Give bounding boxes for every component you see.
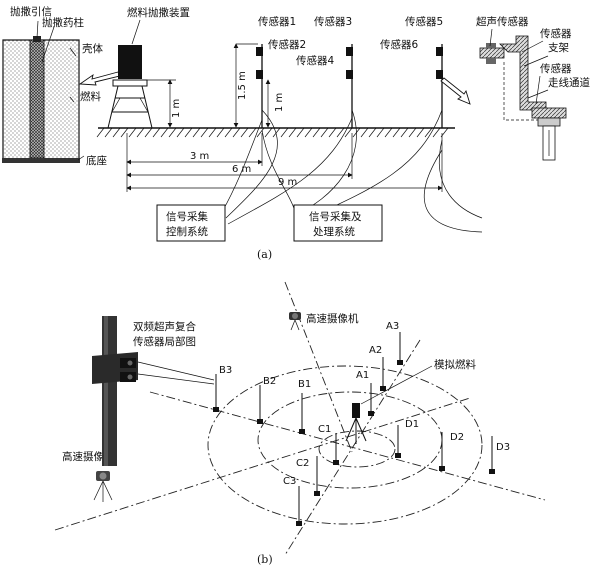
sensor-mast-3 bbox=[436, 44, 443, 128]
signal-wires bbox=[221, 109, 483, 233]
distance-6m: 6 m bbox=[232, 164, 251, 175]
simulated-fuel bbox=[345, 403, 367, 444]
ring-middle bbox=[257, 391, 443, 489]
panel-b: 模拟燃料 A1 A2 A3 B1 B2 B3 C1 C2 bbox=[54, 281, 546, 566]
inset-label-line1: 双频超声复合 bbox=[133, 320, 196, 333]
height-1m-label: 1 m bbox=[171, 99, 182, 118]
camera-left bbox=[93, 471, 113, 502]
wiring-channel-label: 走线通道 bbox=[548, 76, 590, 89]
point-C1: C1 bbox=[318, 424, 331, 435]
camera-top-label: 高速摄像机 bbox=[306, 312, 359, 325]
height-15m-label: 1.5 m bbox=[237, 71, 248, 100]
control-system-line1: 信号采集 bbox=[166, 210, 208, 223]
sensor-3-label: 传感器3 bbox=[314, 15, 352, 28]
height-1m-b-label: 1 m bbox=[274, 93, 285, 112]
ring-inner bbox=[318, 430, 396, 468]
sensor-2-label: 传感器2 bbox=[268, 38, 306, 51]
point-C3: C3 bbox=[283, 476, 296, 487]
camera-top bbox=[289, 312, 301, 331]
igniter-label: 抛撒引信 bbox=[10, 5, 52, 18]
dispersal-device-stand bbox=[107, 45, 153, 129]
inset-label-line2: 传感器局部图 bbox=[133, 335, 196, 348]
control-system-line2: 控制系统 bbox=[166, 225, 208, 238]
processing-system-line2: 处理系统 bbox=[313, 225, 355, 238]
distance-3m: 3 m bbox=[190, 151, 209, 162]
device-label: 燃料抛撒装置 bbox=[127, 6, 190, 19]
sensor-6-label: 传感器6 bbox=[380, 38, 418, 51]
sensor-posts bbox=[213, 332, 495, 526]
sensor-mast-1 bbox=[256, 44, 263, 128]
sensor-5-label: 传感器5 bbox=[405, 15, 443, 28]
detail-arrow bbox=[440, 77, 471, 105]
ring-outer bbox=[207, 365, 483, 525]
point-B2: B2 bbox=[263, 376, 276, 387]
point-C2: C2 bbox=[296, 458, 309, 469]
camera-left-label: 高速摄像机 bbox=[62, 450, 115, 463]
enlarge-arrow bbox=[78, 71, 121, 86]
point-A2: A2 bbox=[369, 345, 382, 356]
sensor-detail-drawing bbox=[479, 35, 567, 161]
fuel-container-cutaway bbox=[2, 20, 85, 163]
sensor-4-label: 传感器4 bbox=[296, 54, 334, 67]
ground-line bbox=[96, 127, 455, 138]
point-B3: B3 bbox=[219, 365, 232, 376]
axis-cd bbox=[54, 397, 471, 531]
ultrasonic-sensor-label: 超声传感器 bbox=[476, 15, 529, 28]
fuel-label: 燃料 bbox=[80, 90, 101, 103]
distance-9m: 9 m bbox=[278, 177, 297, 188]
axis-diagonal bbox=[284, 339, 421, 556]
sensor-mast-2 bbox=[346, 44, 353, 128]
detail-sensor-label: 传感器 bbox=[540, 27, 572, 40]
point-D2: D2 bbox=[450, 432, 464, 443]
base-label: 底座 bbox=[86, 154, 107, 167]
point-A3: A3 bbox=[386, 321, 399, 332]
axis-vertical bbox=[284, 281, 353, 453]
caption-a: (a) bbox=[257, 248, 272, 261]
sensor-1-label: 传感器1 bbox=[258, 15, 296, 28]
point-D3: D3 bbox=[496, 442, 510, 453]
charge-column-label: 抛撒药柱 bbox=[42, 16, 84, 29]
point-D1: D1 bbox=[405, 419, 419, 430]
shell-label: 壳体 bbox=[82, 42, 103, 55]
processing-system-box bbox=[293, 204, 383, 242]
caption-b: (b) bbox=[257, 553, 273, 566]
sensor-inset-drawing bbox=[92, 316, 138, 466]
point-A1: A1 bbox=[356, 370, 369, 381]
detail-sensor2-label: 传感器 bbox=[540, 62, 572, 75]
panel-a: 抛撒引信 抛撒药柱 壳体 燃料 底座 燃料抛撒装置 1 m 1.5 m 1 bbox=[2, 5, 590, 261]
point-B1: B1 bbox=[298, 379, 311, 390]
axis-ab bbox=[149, 391, 546, 501]
bracket-label: 支架 bbox=[548, 42, 569, 54]
simulated-fuel-label: 模拟燃料 bbox=[434, 358, 476, 371]
control-system-box bbox=[156, 204, 226, 242]
processing-system-line1: 信号采集及 bbox=[309, 210, 362, 223]
